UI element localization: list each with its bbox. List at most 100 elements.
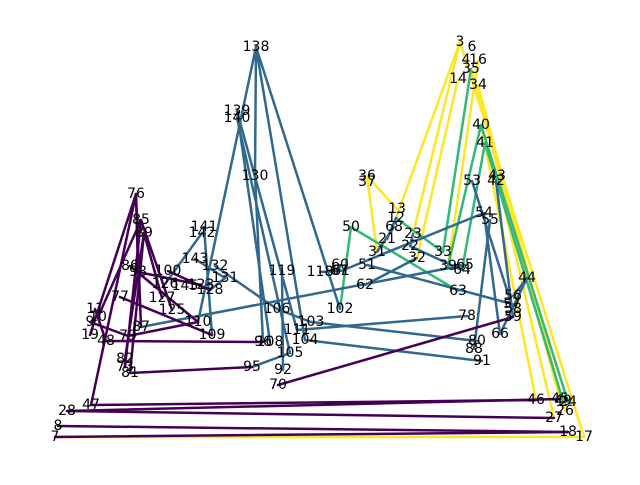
node-label-143: 143 [182, 251, 209, 267]
node-label-73: 73 [116, 359, 134, 375]
edge-35-33 [441, 67, 473, 254]
node-label-60: 60 [331, 257, 349, 273]
node-label-43: 43 [488, 168, 506, 184]
node-label-109: 109 [199, 327, 226, 343]
node-label-23: 23 [404, 226, 422, 242]
node-label-100: 100 [155, 263, 182, 279]
node-label-92: 92 [274, 362, 292, 378]
node-label-85: 85 [132, 212, 150, 228]
node-label-86: 86 [121, 258, 139, 274]
edge-7-18 [53, 430, 570, 439]
node-label-16: 16 [469, 52, 487, 68]
node-label-128: 128 [197, 282, 224, 298]
edge-41-49 [483, 141, 565, 403]
node-label-103: 103 [298, 314, 325, 330]
node-label-70: 70 [269, 377, 287, 393]
node-label-104: 104 [292, 332, 319, 348]
node-label-27: 27 [545, 410, 563, 426]
node-label-41: 41 [476, 135, 494, 151]
node-label-88: 88 [465, 341, 483, 357]
node-label-81: 81 [121, 365, 139, 381]
node-label-10: 10 [89, 309, 107, 325]
node-label-32: 32 [408, 250, 426, 266]
edge-70-59 [276, 315, 515, 387]
edge-40-24 [479, 123, 570, 404]
edge-22-23 [408, 232, 415, 248]
node-label-50: 50 [342, 219, 360, 235]
edge-89-127 [142, 231, 164, 300]
node-label-59: 59 [504, 309, 522, 325]
edge-53-58 [470, 179, 515, 311]
node-label-140: 140 [224, 110, 251, 126]
node-label-31: 31 [368, 244, 386, 260]
node-label-66: 66 [491, 326, 509, 342]
node-label-47: 47 [82, 397, 100, 413]
node-label-63: 63 [449, 283, 467, 299]
node-label-82: 82 [116, 351, 134, 367]
node-label-130: 130 [242, 168, 269, 184]
node-label-142: 142 [189, 225, 216, 241]
node-label-76: 76 [127, 186, 145, 202]
edge-16-39 [446, 58, 480, 268]
node-label-54: 54 [475, 205, 493, 221]
edge-111-78 [295, 314, 469, 332]
edge-40-46 [479, 123, 538, 402]
node-label-45: 45 [551, 391, 569, 407]
node-label-58: 58 [504, 301, 522, 317]
edge-3-12 [394, 40, 462, 220]
edge-51-57 [365, 263, 514, 306]
edge-50-63 [349, 225, 460, 293]
node-label-26: 26 [556, 403, 574, 419]
node-label-77: 77 [111, 289, 129, 305]
node-label-79: 79 [119, 328, 137, 344]
node-label-14: 14 [449, 71, 467, 87]
node-label-89: 89 [135, 225, 153, 241]
edge-106-103 [275, 307, 313, 324]
node-label-126: 126 [152, 276, 179, 292]
edge-36-13 [365, 174, 399, 211]
edge-11-48 [93, 307, 108, 343]
edge-60-67 [337, 263, 342, 273]
edge-42-59 [494, 179, 515, 319]
edge-3-23 [411, 40, 462, 236]
edge-85-10 [96, 218, 143, 319]
node-label-48: 48 [97, 333, 115, 349]
node-label-64: 64 [453, 262, 471, 278]
node-label-9: 9 [86, 314, 95, 330]
edge-65-87 [139, 263, 467, 329]
edge-86-110 [128, 264, 200, 324]
edge-54-66 [482, 211, 502, 336]
node-label-123: 123 [188, 277, 215, 293]
node-label-127: 127 [149, 290, 176, 306]
node-label-17: 17 [575, 429, 593, 445]
node-label-125: 125 [159, 302, 186, 318]
edge-138-102 [254, 45, 342, 311]
node-label-105: 105 [277, 345, 304, 361]
edge-14-32 [415, 77, 460, 260]
node-label-33: 33 [434, 244, 452, 260]
node-label-131: 131 [212, 270, 239, 286]
node-label-87: 87 [132, 319, 150, 335]
node-label-37: 37 [358, 174, 376, 190]
edge-68-31 [375, 225, 396, 254]
edge-141-109 [202, 225, 214, 337]
node-label-51: 51 [358, 257, 376, 273]
node-label-44: 44 [518, 270, 536, 286]
edge-55-88 [472, 218, 492, 351]
node-label-68: 68 [385, 219, 403, 235]
node-label-12: 12 [387, 210, 405, 226]
node-label-4: 4 [462, 52, 471, 68]
node-label-36: 36 [358, 168, 376, 184]
edge-40-39 [446, 123, 483, 268]
node-label-7: 7 [51, 429, 60, 445]
edge-119-92 [280, 269, 285, 372]
edge-76-47 [89, 192, 138, 407]
edge-44-56 [511, 276, 529, 298]
edge-103-80 [309, 320, 479, 343]
edge-139-111 [235, 109, 299, 332]
node-label-6: 6 [468, 39, 477, 55]
node-label-132: 132 [202, 258, 229, 274]
node-label-3: 3 [456, 34, 465, 50]
edge-41-64 [460, 141, 487, 272]
